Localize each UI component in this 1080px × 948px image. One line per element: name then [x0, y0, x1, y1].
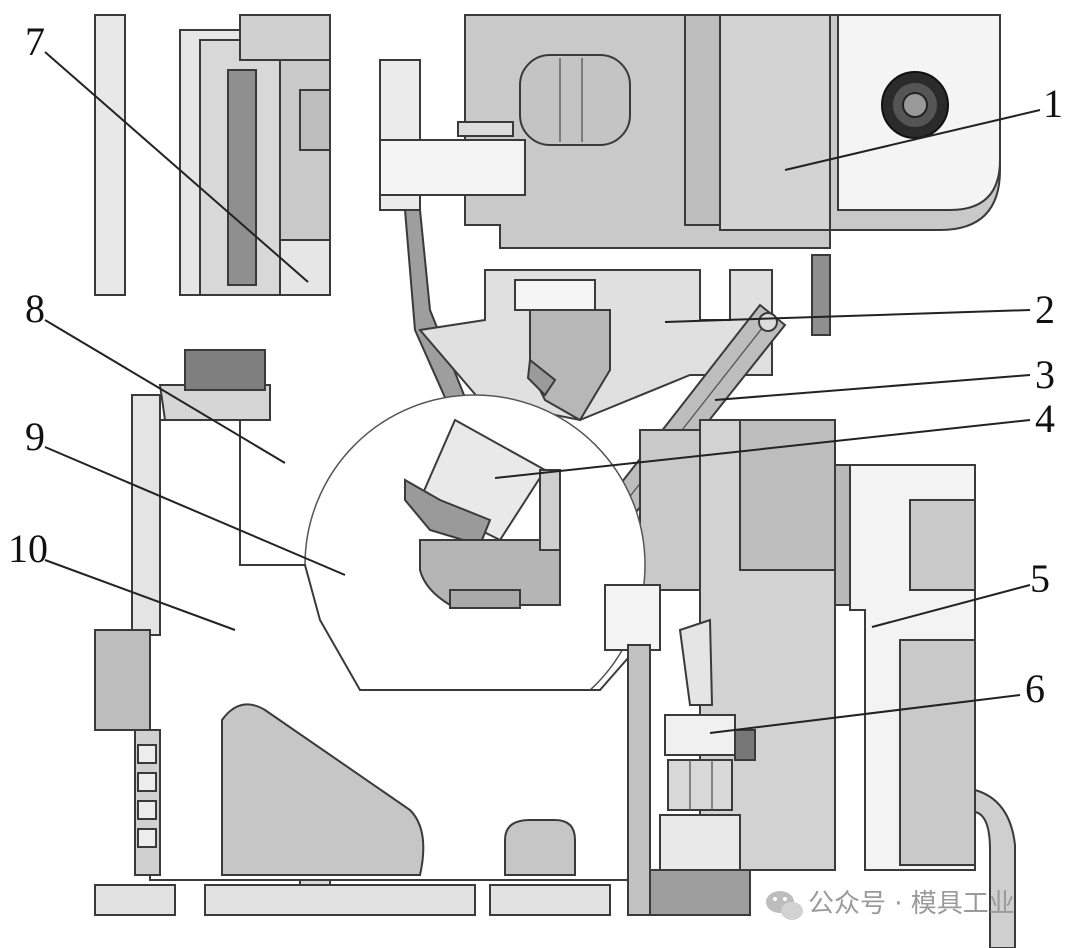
leader-2: [664, 309, 1031, 323]
part-5-frame: [849, 464, 1016, 948]
callout-2: 2: [1035, 287, 1055, 332]
leader-4: [494, 419, 1031, 479]
callout-6: 6: [1025, 666, 1045, 711]
leader-8: [44, 319, 286, 464]
callout-5: 5: [1030, 556, 1050, 601]
wechat-icon: [766, 891, 803, 920]
leader-6: [709, 694, 1021, 734]
callout-labels: 1 2 3 4 5 6 7 8 9 10: [8, 19, 1063, 711]
left-frame: [94, 14, 331, 296]
callout-8: 8: [25, 286, 45, 331]
callout-10: 10: [8, 526, 48, 571]
leader-lines: [44, 51, 1041, 734]
watermark: 公众号 · 模具工业: [766, 889, 1015, 920]
side-notches: [137, 744, 157, 848]
part-2-wedge: [418, 254, 831, 422]
callout-4: 4: [1035, 396, 1055, 441]
leader-3: [714, 374, 1031, 401]
part-4-angled-block: [404, 418, 561, 609]
callout-9: 9: [25, 414, 45, 459]
leader-1: [784, 109, 1041, 171]
part-7-slide: [379, 59, 526, 422]
bottom-shapes: [94, 703, 611, 916]
part-1-upper-block: [464, 14, 1001, 249]
leader-10: [44, 559, 236, 631]
callout-3: 3: [1035, 352, 1055, 397]
leader-7: [44, 51, 309, 283]
leader-9: [44, 446, 346, 576]
callout-7: 7: [25, 19, 45, 64]
leader-5: [871, 584, 1031, 628]
part-6-cylinder: [604, 584, 756, 916]
callout-1: 1: [1043, 81, 1063, 126]
watermark-text: 公众号 · 模具工业: [808, 889, 1015, 919]
